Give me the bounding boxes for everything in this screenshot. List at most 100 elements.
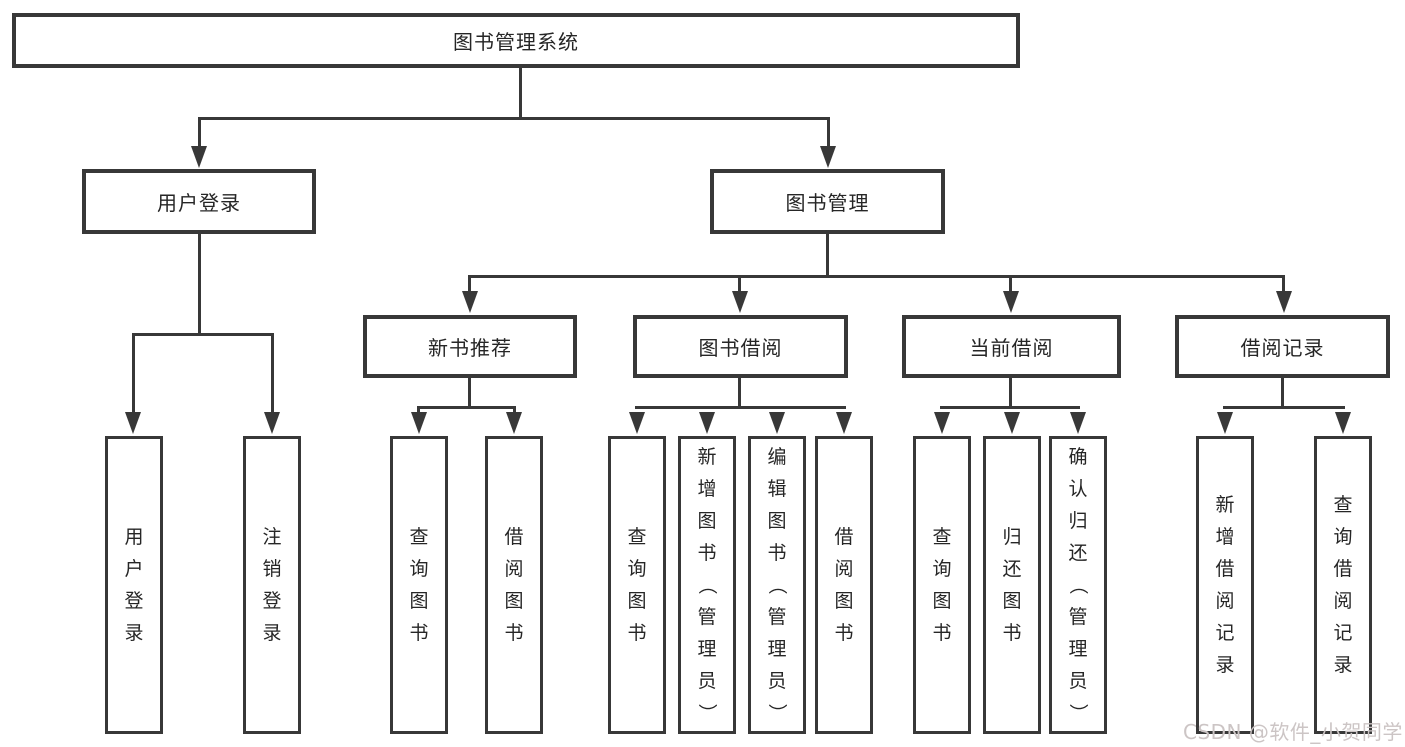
node-book-management: 图书管理 — [710, 169, 945, 234]
vertical-char: （ — [766, 575, 788, 595]
connector-line — [513, 406, 516, 416]
vertical-char: 图 — [1002, 590, 1022, 612]
vertical-char: 图 — [932, 590, 952, 612]
connector-line — [738, 275, 741, 293]
node-leaf-bb-add-books-admin-label: 新增图书（管理员） — [681, 439, 733, 731]
arrow-down-icon — [1276, 291, 1292, 313]
connector-line — [468, 275, 1285, 278]
vertical-char: 借 — [1215, 558, 1235, 580]
vertical-char: 归 — [1068, 510, 1088, 532]
node-leaf-nb-query-books: 查询图书 — [390, 436, 448, 734]
connector-line — [1009, 275, 1012, 293]
node-leaf-bb-query-books: 查询图书 — [608, 436, 666, 734]
vertical-char: 询 — [409, 558, 429, 580]
node-leaf-cb-query-books: 查询图书 — [913, 436, 971, 734]
vertical-char: 员 — [697, 670, 717, 692]
vertical-char: 录 — [1333, 654, 1353, 676]
node-leaf-bb-borrow-books: 借阅图书 — [815, 436, 873, 734]
vertical-char: 记 — [1333, 622, 1353, 644]
vertical-char: 书 — [1002, 622, 1022, 644]
node-book-borrowing: 图书借阅 — [633, 315, 848, 378]
connector-line — [940, 406, 1080, 409]
vertical-char: 理 — [767, 638, 787, 660]
node-leaf-user-login: 用户登录 — [105, 436, 163, 734]
vertical-char: 登 — [124, 590, 144, 612]
arrow-down-icon — [1070, 412, 1086, 434]
vertical-char: 管 — [767, 606, 787, 628]
vertical-char: 查 — [409, 526, 429, 548]
vertical-char: 管 — [697, 606, 717, 628]
vertical-char: （ — [696, 575, 718, 595]
node-leaf-bb-add-books-admin: 新增图书（管理员） — [678, 436, 736, 734]
vertical-char: 增 — [1215, 526, 1235, 548]
node-leaf-cb-return-books: 归还图书 — [983, 436, 1041, 734]
vertical-char: 确 — [1068, 446, 1088, 468]
vertical-char: 图 — [504, 590, 524, 612]
node-leaf-bb-query-books-label: 查询图书 — [611, 439, 663, 731]
node-leaf-nb-borrow-books-label: 借阅图书 — [488, 439, 540, 731]
vertical-char: 辑 — [767, 478, 787, 500]
node-leaf-nb-query-books-label: 查询图书 — [393, 439, 445, 731]
vertical-char: 查 — [627, 526, 647, 548]
node-user-login-label: 用户登录 — [157, 191, 241, 215]
vertical-char: 查 — [932, 526, 952, 548]
node-leaf-logout: 注销登录 — [243, 436, 301, 734]
vertical-char: 理 — [697, 638, 717, 660]
connector-line — [198, 117, 830, 120]
vertical-char: 询 — [1333, 526, 1353, 548]
node-leaf-br-query-record-label: 查询借阅记录 — [1317, 439, 1369, 731]
arrow-down-icon — [1335, 412, 1351, 434]
vertical-char: 图 — [409, 590, 429, 612]
vertical-char: 理 — [1068, 638, 1088, 660]
node-current-borrowing: 当前借阅 — [902, 315, 1121, 378]
vertical-char: 新 — [1215, 494, 1235, 516]
node-leaf-br-add-record: 新增借阅记录 — [1196, 436, 1254, 734]
vertical-char: 书 — [932, 622, 952, 644]
vertical-char: ） — [696, 703, 718, 723]
arrow-down-icon — [191, 146, 207, 168]
node-leaf-br-query-record: 查询借阅记录 — [1314, 436, 1372, 734]
arrow-down-icon — [506, 412, 522, 434]
vertical-char: 阅 — [1215, 590, 1235, 612]
vertical-char: ） — [766, 703, 788, 723]
vertical-char: （ — [1067, 575, 1089, 595]
node-leaf-logout-label: 注销登录 — [246, 439, 298, 731]
node-user-login: 用户登录 — [82, 169, 316, 234]
arrow-down-icon — [264, 412, 280, 434]
vertical-char: 借 — [1333, 558, 1353, 580]
node-borrowing-records-label: 借阅记录 — [1240, 336, 1325, 360]
vertical-char: 注 — [262, 526, 282, 548]
node-leaf-bb-edit-books-admin-label: 编辑图书（管理员） — [751, 439, 803, 731]
node-current-borrowing-label: 当前借阅 — [969, 336, 1054, 360]
arrow-down-icon — [1217, 412, 1233, 434]
arrow-down-icon — [462, 291, 478, 313]
vertical-char: 户 — [124, 558, 144, 580]
node-leaf-user-login-label: 用户登录 — [108, 439, 160, 731]
vertical-char: 还 — [1068, 542, 1088, 564]
vertical-char: 用 — [124, 526, 144, 548]
vertical-char: 新 — [697, 446, 717, 468]
node-leaf-cb-return-books-label: 归还图书 — [986, 439, 1038, 731]
vertical-char: 录 — [262, 622, 282, 644]
vertical-char: 登 — [262, 590, 282, 612]
arrow-down-icon — [125, 412, 141, 434]
connector-line — [468, 378, 471, 409]
connector-line — [198, 117, 201, 149]
node-leaf-nb-borrow-books: 借阅图书 — [485, 436, 543, 734]
vertical-char: 书 — [697, 542, 717, 564]
vertical-char: 员 — [1068, 670, 1088, 692]
connector-line — [417, 406, 516, 409]
connector-line — [519, 68, 522, 120]
arrow-down-icon — [836, 412, 852, 434]
vertical-char: 借 — [504, 526, 524, 548]
node-leaf-bb-edit-books-admin: 编辑图书（管理员） — [748, 436, 806, 734]
node-library-system: 图书管理系统 — [12, 13, 1020, 68]
node-leaf-cb-confirm-return-admin-label: 确认归还（管理员） — [1052, 439, 1104, 731]
connector-line — [1281, 378, 1284, 409]
node-leaf-br-add-record-label: 新增借阅记录 — [1199, 439, 1251, 731]
connector-line — [417, 406, 420, 416]
node-borrowing-records: 借阅记录 — [1175, 315, 1390, 378]
vertical-char: 图 — [834, 590, 854, 612]
vertical-char: 书 — [767, 542, 787, 564]
